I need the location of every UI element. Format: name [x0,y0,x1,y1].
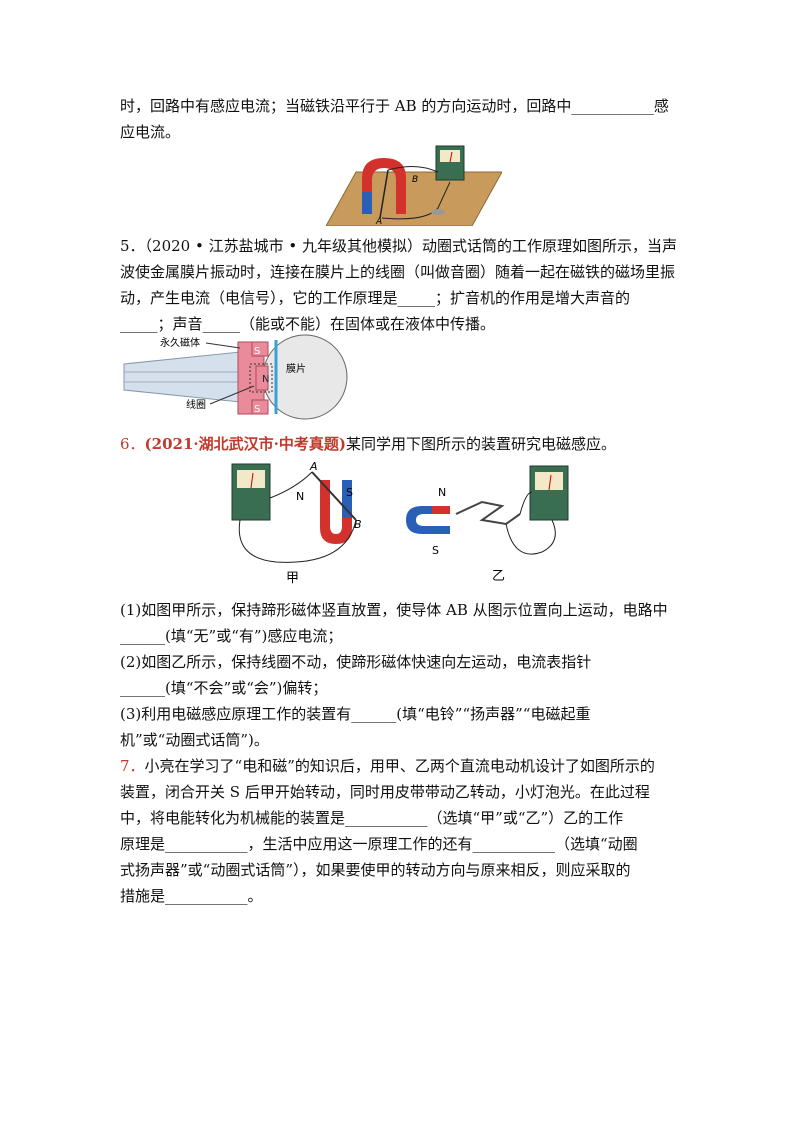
label-s-bottom: S [254,404,260,415]
label-coil: 线圈 [186,398,206,411]
horseshoe-magnet [362,158,406,214]
q4-figure: A B [326,145,502,226]
q6-sub2-line-2: ______(填“不会”或“会”)偏转； [120,679,328,697]
q4-line-2: 应电流。 [120,123,181,141]
q5-line-3: 动，产生电流（电信号），它的工作原理是_____；扩音机的作用是增大声音的 [120,289,631,307]
q6-sub1-line-2: ______(填“无”或“有”)感应电流； [120,627,343,645]
q4-line-1: 时，回路中有感应电流；当磁铁沿平行于 AB 的方向运动时，回路中________… [120,97,669,115]
conductor-ab [379,169,389,219]
label-a: A [309,460,318,473]
q5-line-4: _____；声音_____（能或不能）在固体或在液体中传播。 [120,315,496,333]
label-permanent-magnet: 永久磁体 [160,336,200,349]
q6-figure-yi: N S 乙 [406,465,569,584]
label-b: B [412,175,418,185]
switch [431,209,445,215]
label-n: N [296,490,304,503]
q7-line-4: 原理是___________，生活中应用这一原理工作的还有___________… [120,835,638,853]
q6-stem-text: 某同学用下图所示的装置研究电磁感应。 [345,435,616,453]
label-n: N [438,486,446,499]
q6-figure-jia: A N S B 甲 [231,460,362,586]
microphone-handle [123,351,241,403]
q7-line-2: 装置，闭合开关 S 后甲开始转动，同时用皮带带动乙转动，小灯泡光。在此过程 [120,783,650,801]
q7-line-1: 7．小亮在学习了“电和磁”的知识后，用甲、乙两个直流电动机设计了如图所示的 [120,756,655,776]
q6-stem: 6．(2021·湖北武汉市·中考真题)某同学用下图所示的装置研究电磁感应。 [120,434,616,454]
caption-jia: 甲 [286,571,299,586]
conductor-ab [311,471,357,521]
q5-line-1: 5．（2020 • 江苏盐城市 • 九年级其他模拟）动圈式话筒的工作原理如图所示… [120,237,677,255]
q6-number: 6． [120,435,145,453]
horseshoe-magnet-horizontal [406,506,450,534]
label-b: B [354,518,362,531]
label-n: N [262,374,269,385]
q6-sub3-line-1: (3)利用电磁感应原理工作的装置有______(填“电铃”“扬声器”“电磁起重 [120,705,591,723]
q5-line-2: 波使金属膜片振动时，连接在膜片上的线圈（叫做音圈）随着一起在磁铁的磁场里振 [120,263,676,281]
label-s: S [346,486,353,499]
q7-line-6: 措施是___________。 [120,887,263,905]
q6-source: (2021·湖北武汉市·中考真题) [144,435,346,453]
coil-wire [455,500,521,526]
label-a: A [375,217,382,226]
q7-line-1-text: 小亮在学习了“电和磁”的知识后，用甲、乙两个直流电动机设计了如图所示的 [144,757,655,775]
q7-line-5: 式扬声器”或“动圈式话筒”），如果要使甲的转动方向与原来相反，则应采取的 [120,861,631,879]
q7-number: 7． [120,757,145,775]
label-s: S [432,544,439,557]
label-film: 膜片 [286,362,306,375]
q6-sub3-line-2: 机”或“动圈式话筒”)。 [120,731,269,749]
q7-line-3: 中，将电能转化为机械能的装置是___________（选填“甲”或“乙”）乙的工… [120,809,624,827]
coil [249,363,273,393]
q6-sub1-line-1: (1)如图甲所示，保持蹄形磁体竖直放置，使导体 AB 从图示位置向上运动，电路中 [120,601,668,619]
q6-sub2-line-1: (2)如图乙所示，保持线圈不动，使蹄形磁体快速向左运动，电流表指针 [120,653,592,671]
q5-figure: S N S 永久磁体 膜片 线圈 [123,334,348,420]
label-s-top: S [254,346,260,357]
caption-yi: 乙 [492,569,505,584]
permanent-magnet [237,341,269,415]
